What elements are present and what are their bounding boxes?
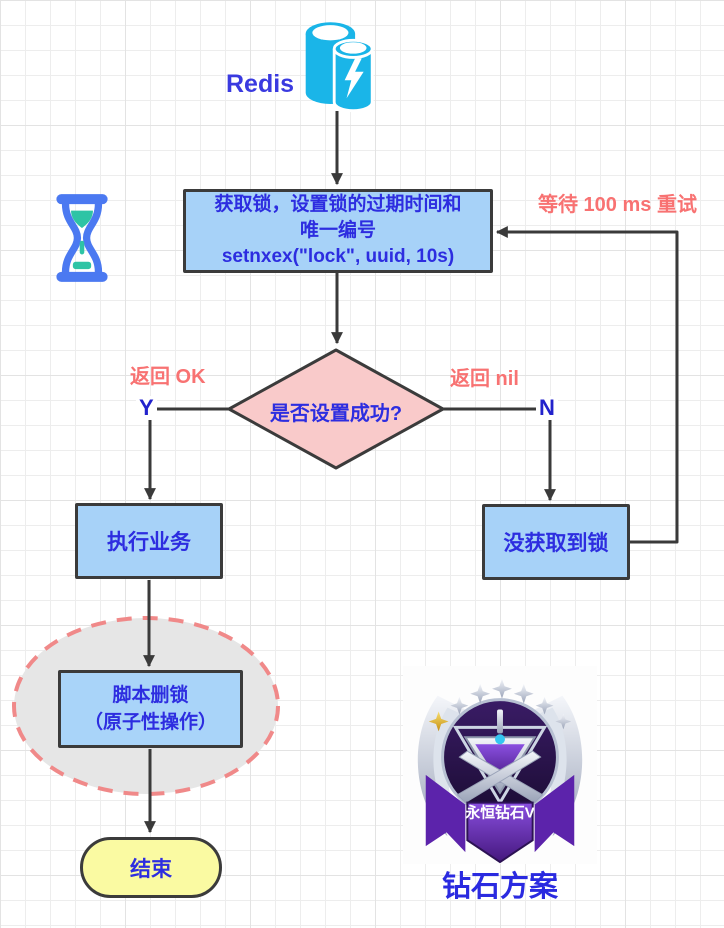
lightning-bolt-icon: [344, 58, 364, 99]
end-node-label: 结束: [130, 857, 172, 881]
edge-label-return-ok: 返回 OK: [130, 366, 206, 388]
acquire-lock-line3: setnxex("lock", uuid, 10s): [221, 246, 455, 267]
badge-rank-text: 永恒钻石V: [464, 803, 534, 821]
branch-no-label: N: [536, 396, 558, 420]
execute-business-label: 执行业务: [107, 531, 191, 554]
edge-label-return-nil: 返回 nil: [450, 368, 519, 390]
acquire-lock-box: 获取锁，设置锁的过期时间和 唯一编号 setnxex("lock", uuid,…: [183, 189, 493, 273]
branch-yes-label: Y: [136, 396, 157, 420]
badge-gold-star: [428, 711, 449, 732]
script-delete-lock-box: 脚本删锁 （原子性操作）: [58, 670, 243, 748]
execute-business-box: 执行业务: [75, 503, 223, 579]
redis-database-icon: [300, 18, 376, 114]
redis-label: Redis: [226, 70, 295, 98]
hourglass-icon: [50, 192, 114, 284]
badge-caption: 钻石方案: [441, 871, 558, 903]
decision-diamond: [227, 348, 445, 470]
lock-not-acquired-label: 没获取到锁: [503, 532, 609, 555]
acquire-lock-line1: 获取锁，设置锁的过期时间和: [214, 194, 462, 215]
lock-not-acquired-box: 没获取到锁: [482, 504, 630, 580]
badge-star-arc: [450, 678, 572, 730]
edge-decision-yes: [144, 407, 229, 501]
diamond-rank-badge: 永恒钻石V: [403, 666, 597, 864]
edge-label-wait-retry: 等待 100 ms 重试: [538, 194, 697, 216]
edge-decision-no: [443, 407, 556, 502]
acquire-lock-line2: 唯一编号: [299, 220, 376, 241]
edge-retry-loop: [495, 226, 679, 544]
script-delete-line1: 脚本删锁: [112, 685, 189, 706]
end-node: 结束: [80, 837, 222, 898]
decision-label: 是否设置成功?: [269, 403, 403, 425]
script-delete-line2: （原子性操作）: [83, 712, 217, 733]
